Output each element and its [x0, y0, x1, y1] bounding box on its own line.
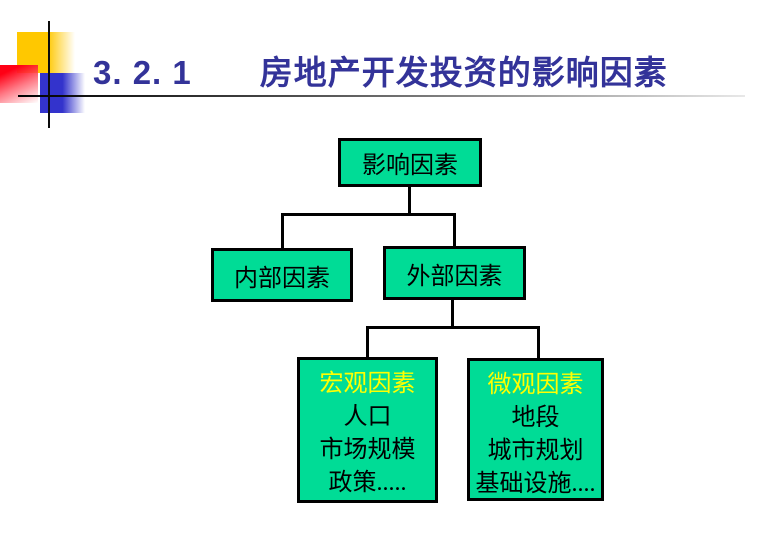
connector-external-crossbar: [366, 326, 540, 329]
title-underline: [18, 95, 745, 97]
slide-title: 3. 2. 1 房地产开发投资的影晌因素: [93, 54, 668, 91]
accent-square-blue: [40, 73, 85, 113]
connector-root-crossbar: [281, 213, 456, 216]
node-item: 市场规模: [319, 437, 416, 463]
node-external-factors: 外部因素: [383, 246, 526, 300]
node-item: 人口: [343, 404, 392, 430]
node-item: 基础设施....: [475, 471, 596, 497]
connector-external-stem: [451, 299, 454, 329]
node-item: 政策.....: [328, 470, 407, 496]
connector-drop-internal: [281, 213, 284, 249]
accent-square-red: [0, 65, 38, 103]
node-label: 内部因素: [234, 265, 330, 292]
node-item: 地段: [511, 405, 560, 431]
connector-drop-external: [453, 213, 456, 247]
node-label: 影响因素: [362, 153, 458, 179]
node-influencing-factors: 影响因素: [338, 138, 482, 187]
decoration-vertical-line: [48, 21, 50, 128]
node-macro-factors: 宏观因素 人口 市场规模 政策.....: [297, 357, 438, 503]
node-micro-factors: 微观因素 地段 城市规划 基础设施....: [467, 358, 604, 501]
connector-drop-macro: [366, 326, 369, 358]
connector-drop-micro: [537, 326, 540, 359]
node-heading: 宏观因素: [319, 371, 416, 397]
connector-root-stem: [408, 186, 411, 216]
node-label: 外部因素: [406, 263, 503, 290]
node-internal-factors: 内部因素: [211, 248, 353, 302]
node-item: 城市规划: [487, 438, 584, 464]
node-heading: 微观因素: [487, 372, 584, 398]
